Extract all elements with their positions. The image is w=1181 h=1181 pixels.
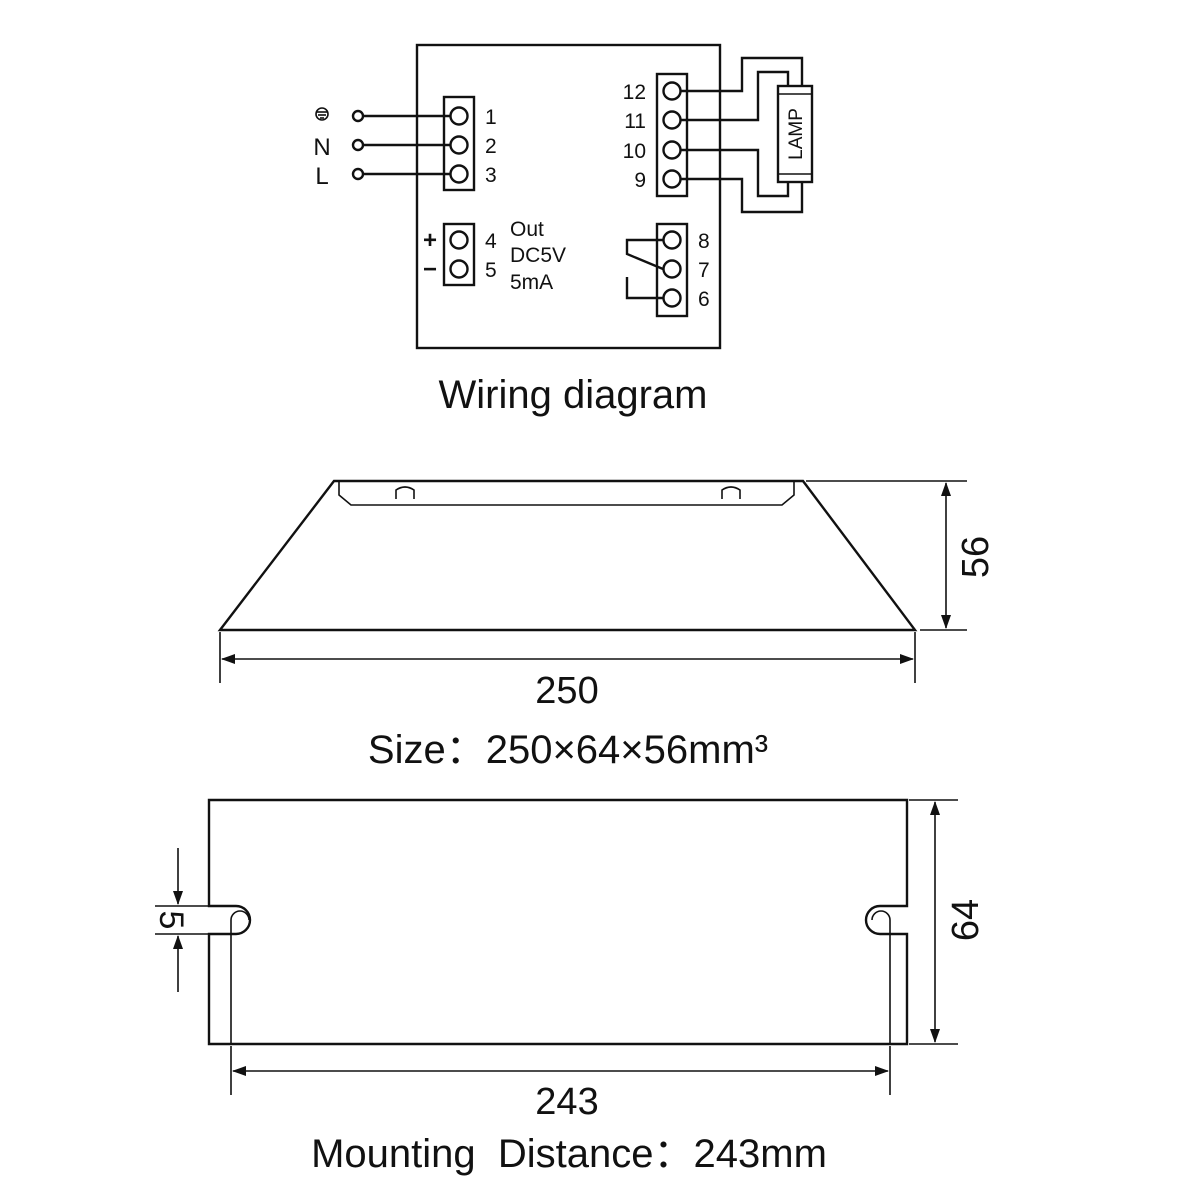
lamp-wires	[681, 56, 804, 214]
output-plus-sign: +	[423, 227, 437, 254]
mounting-caption: Mounting Distance：243mm	[311, 1132, 827, 1176]
output-minus-sign: −	[423, 256, 437, 283]
input-label-l: L	[315, 163, 328, 190]
width-dimension: 250	[535, 670, 598, 712]
slot-dimension: 5	[152, 911, 190, 930]
input-wires	[351, 109, 452, 181]
output-terminal-block	[442, 222, 476, 287]
height-dimension: 56	[955, 536, 997, 578]
mounting-slot-left	[230, 910, 250, 1044]
lamp-label: LAMP	[786, 108, 807, 160]
size-caption: Size：250×64×56mm³	[368, 728, 768, 772]
flange-slot-left	[395, 486, 415, 499]
terminal-11-label: 11	[624, 110, 646, 133]
output-spec-out: Out	[510, 218, 544, 241]
output-spec-current: 5mA	[510, 271, 553, 294]
side-view: 250 56 Size：250×64×56mm³	[217, 479, 997, 772]
terminal-12-label: 12	[623, 81, 646, 104]
terminal-2-label: 2	[485, 135, 497, 158]
bottom-view: 5 64 243 Mounting Distance：243mm	[152, 798, 987, 1176]
terminal-3-label: 3	[485, 164, 497, 187]
terminal-4-label: 4	[485, 230, 497, 253]
lamp-terminal-block	[655, 72, 689, 198]
relay-terminal-block	[655, 222, 689, 318]
input-label-n: N	[313, 134, 330, 161]
lamp-tube: LAMP	[776, 84, 814, 184]
relay-contact-symbol	[625, 238, 664, 300]
flange-slot-right	[721, 486, 741, 499]
bottom-height-dimension: 64	[945, 899, 987, 941]
terminal-7-label: 7	[698, 259, 710, 282]
terminal-10-label: 10	[623, 140, 646, 163]
terminal-8-label: 8	[698, 230, 710, 253]
output-spec-voltage: DC5V	[510, 244, 566, 267]
terminal-5-label: 5	[485, 259, 497, 282]
mounting-flange	[338, 481, 795, 506]
bottom-view-outline	[207, 798, 909, 1046]
terminal-6-label: 6	[698, 288, 710, 311]
input-terminal-block	[442, 95, 476, 192]
mounting-slot-right	[871, 910, 891, 1044]
terminal-9-label: 9	[634, 169, 646, 192]
ballast-outline	[415, 43, 722, 350]
wiring-caption: Wiring diagram	[439, 373, 708, 417]
wiring-diagram: N L 1 2 3 + − 4 5 Out	[313, 43, 814, 417]
terminal-1-label: 1	[485, 106, 497, 129]
earth-icon	[315, 107, 329, 121]
side-view-outline	[217, 479, 918, 632]
length-dimension: 243	[535, 1081, 598, 1123]
